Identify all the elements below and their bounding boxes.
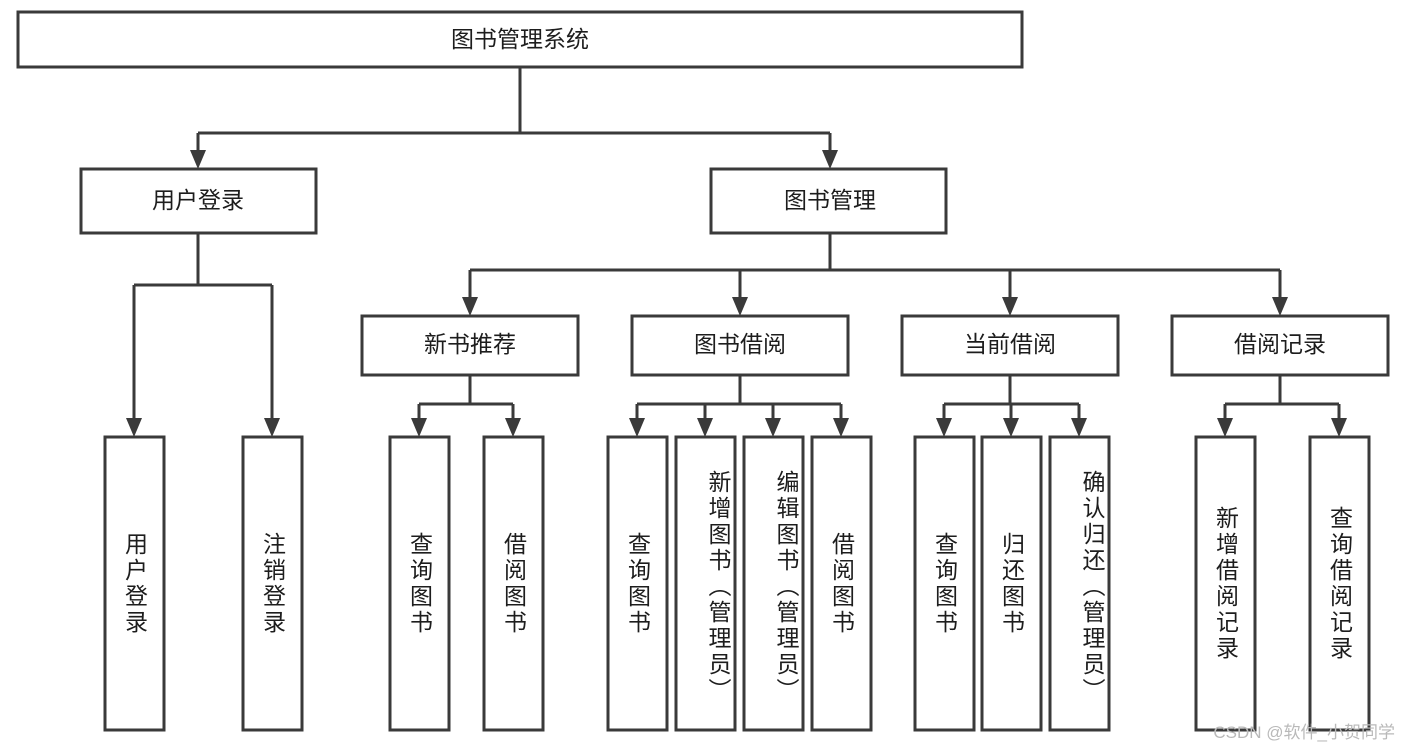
arrow-head-icon <box>822 150 838 169</box>
connector-group-root-to-level2 <box>190 67 838 169</box>
node-leaf-query-borrow-record[interactable] <box>1308 435 1371 732</box>
node-rect[interactable] <box>913 435 976 732</box>
arrow-head-icon <box>411 418 427 437</box>
node-leaf-query-book-current[interactable] <box>913 435 976 732</box>
node-label-new-book-recommend: 新书推荐 <box>424 331 516 357</box>
node-current-borrow[interactable]: 当前借阅 <box>900 314 1120 377</box>
leaf-label-user-login: 用户登录 <box>121 531 148 636</box>
node-rect[interactable] <box>1308 435 1371 732</box>
leaf-label-query-book-current: 查询图书 <box>931 531 958 636</box>
node-rect[interactable] <box>980 435 1043 732</box>
leaf-label-query-borrow-record: 查询借阅记录 <box>1326 505 1353 662</box>
node-leaf-logout[interactable] <box>241 435 304 732</box>
arrow-head-icon <box>1002 297 1018 316</box>
node-book-borrow[interactable]: 图书借阅 <box>630 314 850 377</box>
node-label-current-borrow: 当前借阅 <box>964 331 1056 357</box>
node-leaf-query-book-borrow[interactable] <box>606 435 669 732</box>
node-leaf-add-borrow-record[interactable] <box>1194 435 1257 732</box>
node-borrow-record[interactable]: 借阅记录 <box>1170 314 1390 377</box>
node-label-book-borrow: 图书借阅 <box>694 331 786 357</box>
leaf-label-query-book-borrow: 查询图书 <box>624 531 651 636</box>
node-rect[interactable] <box>709 167 948 235</box>
leaf-label-query-book-recommend: 查询图书 <box>406 531 433 636</box>
arrow-head-icon <box>1003 418 1019 437</box>
arrow-head-icon <box>765 418 781 437</box>
leaf-label-logout: 注销登录 <box>259 531 286 636</box>
node-leaf-edit-book-admin[interactable] <box>742 435 805 732</box>
node-leaf-query-book-recommend[interactable] <box>388 435 451 732</box>
node-leaf-return-book[interactable] <box>980 435 1043 732</box>
node-rect[interactable] <box>16 10 1024 69</box>
connector-group-newbook-to-leaves <box>411 375 521 437</box>
node-rect[interactable] <box>742 435 805 732</box>
arrow-head-icon <box>697 418 713 437</box>
leaf-label-confirm-return-admin: 确认归还（管理员） <box>1079 469 1105 704</box>
node-rect[interactable] <box>241 435 304 732</box>
node-rect[interactable] <box>674 435 737 732</box>
leaf-label-edit-book-admin: 编辑图书（管理员） <box>773 469 799 704</box>
node-user-login[interactable]: 用户登录 <box>79 167 318 235</box>
leaf-label-add-borrow-record: 新增借阅记录 <box>1212 505 1239 662</box>
node-rect[interactable] <box>606 435 669 732</box>
arrow-head-icon <box>1272 297 1288 316</box>
node-label-book-management: 图书管理 <box>784 187 876 213</box>
node-rect[interactable] <box>388 435 451 732</box>
arrow-head-icon <box>629 418 645 437</box>
node-leaf-borrow-book-recommend[interactable] <box>482 435 545 732</box>
arrow-head-icon <box>264 418 280 437</box>
node-rect[interactable] <box>79 167 318 235</box>
arrow-head-icon <box>1331 418 1347 437</box>
node-rect[interactable] <box>900 314 1120 377</box>
node-new-book-recommend[interactable]: 新书推荐 <box>360 314 580 377</box>
node-rect[interactable] <box>630 314 850 377</box>
node-label-user-login: 用户登录 <box>152 187 244 213</box>
leaf-label-return-book: 归还图书 <box>998 531 1025 636</box>
node-rect[interactable] <box>810 435 873 732</box>
arrow-head-icon <box>732 297 748 316</box>
node-rect[interactable] <box>103 435 166 732</box>
node-leaf-borrow-book[interactable] <box>810 435 873 732</box>
connector-group-bookborrow-to-leaves <box>629 375 849 437</box>
node-leaf-user-login[interactable] <box>103 435 166 732</box>
connector-group-currentborrow-to-leaves <box>936 375 1087 437</box>
arrow-head-icon <box>833 418 849 437</box>
arrow-head-icon <box>505 418 521 437</box>
arrow-head-icon <box>1217 418 1233 437</box>
node-rect[interactable] <box>482 435 545 732</box>
connector-group-userlogin-to-leaves <box>126 233 280 437</box>
node-leaf-add-book-admin[interactable] <box>674 435 737 732</box>
connector-group-borrowrecord-to-leaves <box>1217 375 1347 437</box>
arrow-head-icon <box>190 150 206 169</box>
node-label-root: 图书管理系统 <box>451 26 589 52</box>
arrow-head-icon <box>936 418 952 437</box>
leaf-label-borrow-book-recommend: 借阅图书 <box>500 531 527 636</box>
node-leaf-confirm-return-admin[interactable] <box>1048 435 1111 732</box>
leaf-label-borrow-book: 借阅图书 <box>828 531 855 636</box>
arrow-head-icon <box>1071 418 1087 437</box>
node-rect[interactable] <box>1170 314 1390 377</box>
node-book-management[interactable]: 图书管理 <box>709 167 948 235</box>
leaf-label-add-book-admin: 新增图书（管理员） <box>705 469 731 704</box>
arrow-head-icon <box>126 418 142 437</box>
arrow-head-icon <box>462 297 478 316</box>
node-root-book-management-system[interactable]: 图书管理系统 <box>16 10 1024 69</box>
node-rect[interactable] <box>360 314 580 377</box>
node-label-borrow-record: 借阅记录 <box>1234 331 1326 357</box>
connector-group-bookmgmt-to-level3 <box>462 233 1288 316</box>
node-rect[interactable] <box>1048 435 1111 732</box>
node-rect[interactable] <box>1194 435 1257 732</box>
